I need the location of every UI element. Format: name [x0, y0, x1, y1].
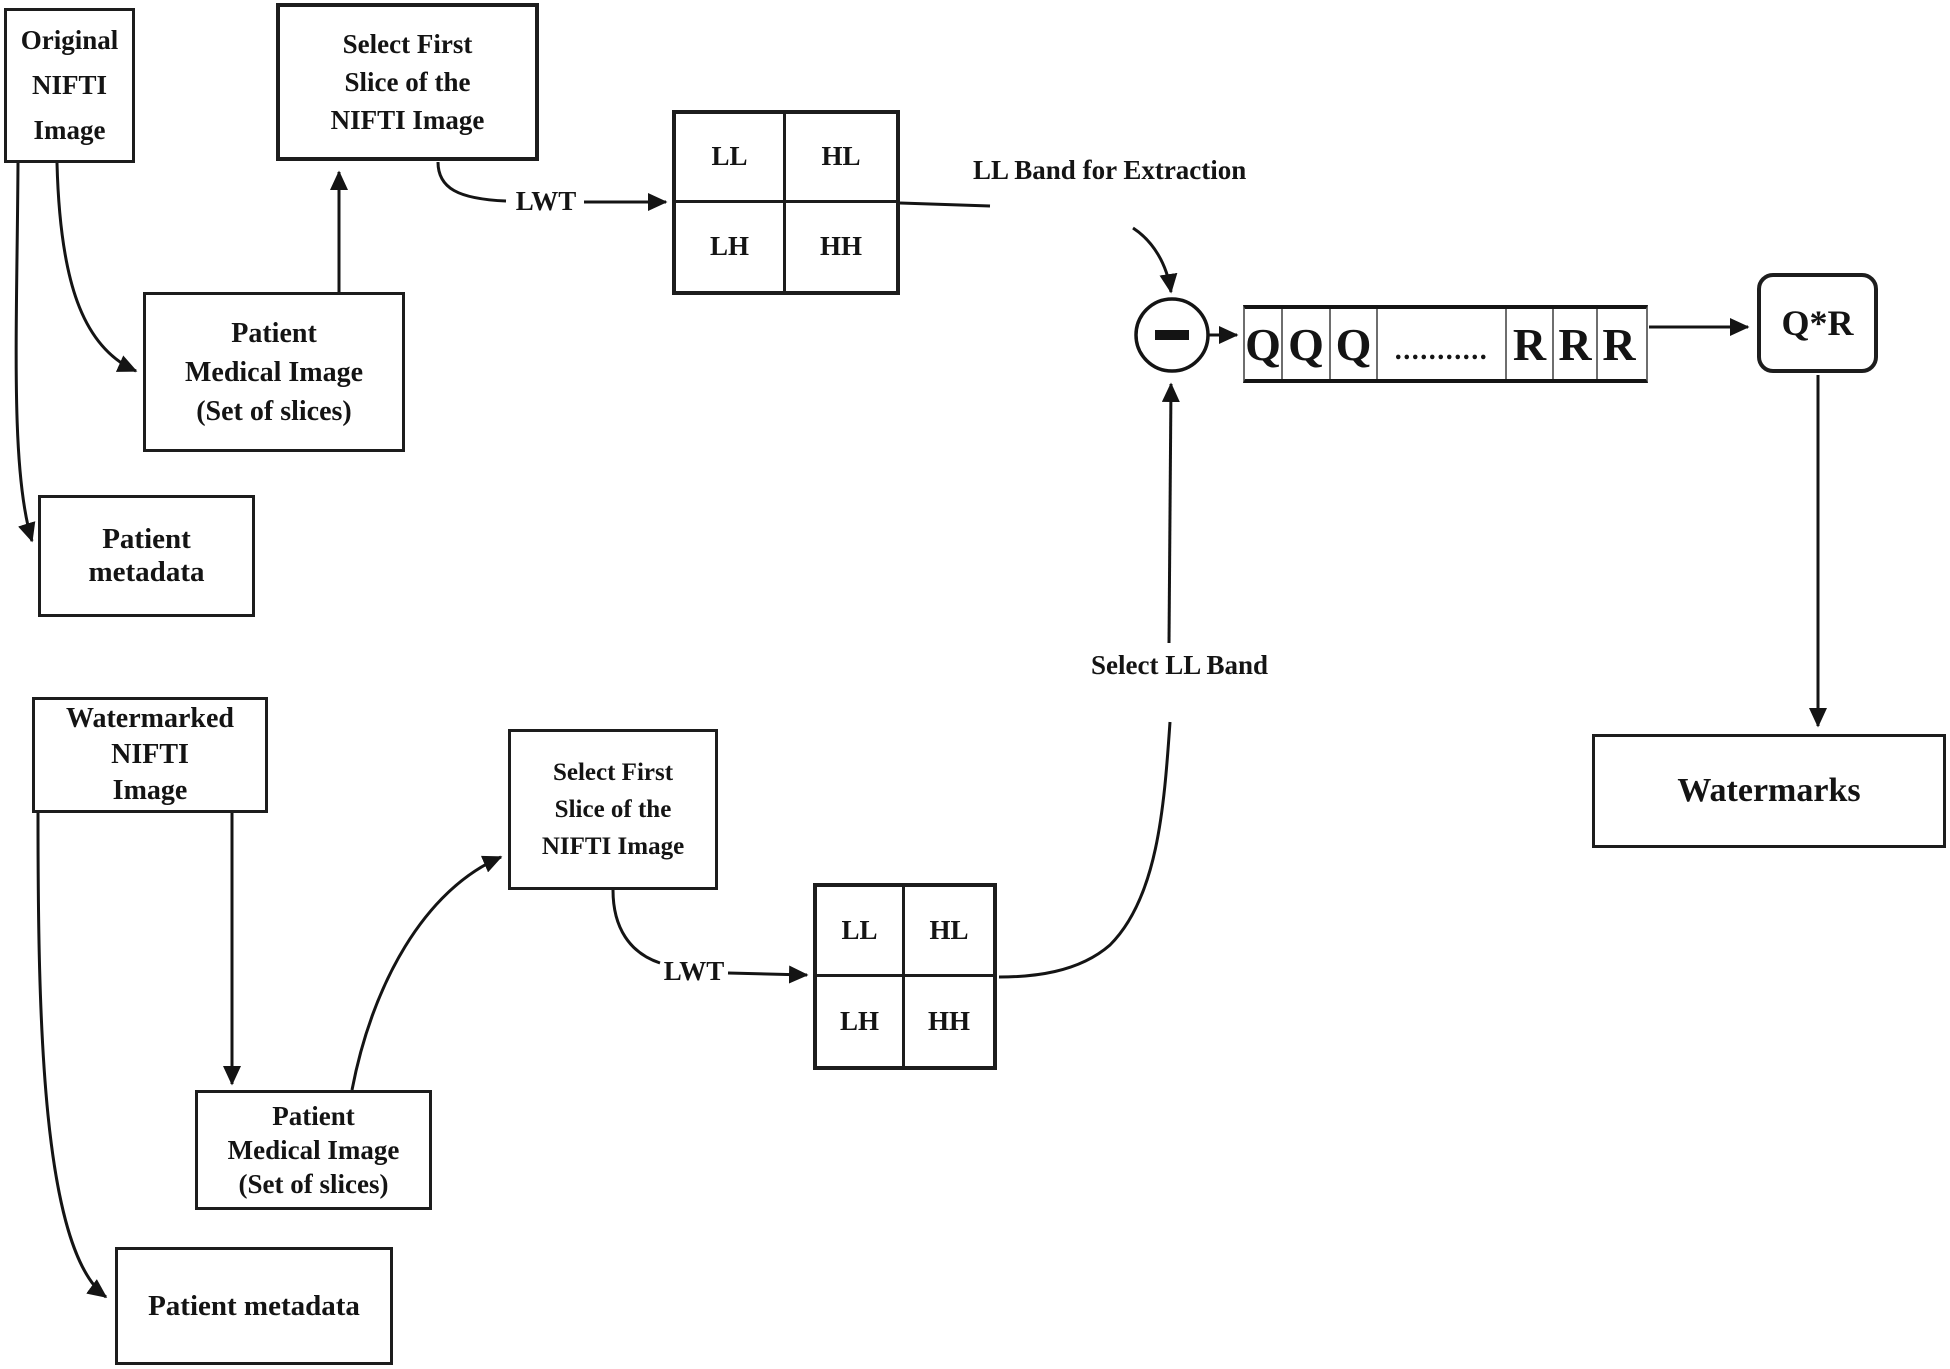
box-line: Select First — [342, 29, 473, 59]
subtract-node — [1134, 297, 1210, 373]
lwt-label-bottom: LWT — [663, 956, 725, 986]
subband-ll: LL — [817, 887, 905, 977]
lwt-subband-grid-top: LL HL LH HH — [672, 110, 900, 295]
label-line: LL Band — [1165, 650, 1269, 680]
box-line: Patient metadata — [88, 523, 205, 588]
arrow-up-select-llband — [1161, 382, 1180, 644]
box-line: Image — [112, 775, 188, 806]
label-line: for — [1082, 155, 1117, 185]
box-line: Medical Image — [227, 1135, 400, 1165]
arrow-lwt-to-grid-bot — [727, 965, 809, 984]
box-line: NIFTI — [31, 70, 107, 100]
box-line: Medical Image — [184, 356, 364, 388]
arrow-watermarked-to-metadata-bot — [36, 812, 108, 1299]
minus-icon — [1155, 330, 1189, 340]
patient-metadata-bottom-box: Patient metadata — [115, 1247, 393, 1365]
box-line: Patient metadata — [148, 1289, 360, 1322]
select-first-slice-bottom-box: Select First Slice of the NIFTI Image — [508, 729, 718, 890]
sequence-cell-r: R — [1602, 319, 1636, 370]
patient-metadata-top-box: Patient metadata — [38, 495, 255, 617]
select-first-slice-top-box: Select First Slice of the NIFTI Image — [276, 3, 539, 161]
subband-lh: LH — [817, 976, 905, 1066]
arrow-medical-bot-to-select-bot — [350, 855, 503, 1091]
label-line: Extraction — [1123, 155, 1247, 185]
sequence-cell-q: Q — [1331, 309, 1378, 379]
box-line: Image — [33, 115, 106, 145]
sequence-cell-r: R — [1507, 309, 1554, 379]
subband-lh: LH — [676, 202, 786, 291]
select-ll-band-label: Select LL Band — [1091, 646, 1268, 684]
line-grid-top-to-llband — [899, 201, 991, 208]
box-line: NIFTI — [111, 739, 189, 770]
label-line: LL Band — [973, 155, 1076, 185]
subband-hh: HH — [927, 1005, 970, 1036]
box-line: Patient — [272, 1101, 355, 1131]
subband-hl: HL — [905, 887, 993, 977]
qr-coefficient-sequence: Q Q Q ........... R R R — [1243, 305, 1648, 383]
watermarked-nifti-image-box: Watermarked NIFTI Image — [32, 697, 268, 813]
subband-ll: LL — [676, 114, 786, 203]
arrow-llband-to-minus — [1132, 226, 1178, 294]
box-line: (Set of slices) — [196, 395, 352, 427]
lwt-label-top: LWT — [515, 186, 577, 216]
curve-select-top-to-lwt — [436, 161, 507, 203]
box-line: Slice of the — [554, 796, 672, 823]
label-line: Select — [1091, 650, 1159, 680]
sequence-cell-r: R — [1554, 309, 1598, 379]
watermarks-box: Watermarks — [1592, 734, 1946, 848]
ll-band-for-extraction-label: LL Band for Extraction — [973, 152, 1246, 189]
original-nifti-image-box: Original NIFTI Image — [4, 8, 135, 163]
box-line: Original — [20, 25, 119, 55]
patient-medical-image-bottom-box: Patient Medical Image (Set of slices) — [195, 1090, 432, 1210]
box-line: (Set of slices) — [238, 1169, 389, 1199]
box-line: Q*R — [1781, 303, 1854, 343]
box-line: Watermarked — [66, 703, 234, 734]
box-line: NIFTI Image — [330, 105, 485, 135]
box-line: Slice of the — [344, 67, 471, 97]
arrow-original-to-medical-top — [55, 162, 138, 373]
sequence-cell-q: Q — [1283, 309, 1331, 379]
curve-gridbot-to-selectband — [998, 721, 1172, 979]
arrow-original-to-metadata-top — [14, 162, 36, 543]
lwt-subband-grid-bottom: LL HL LH HH — [813, 883, 997, 1070]
sequence-cell-ellipsis: ........... — [1378, 309, 1507, 379]
sequence-cell-q: Q — [1245, 309, 1283, 379]
box-line: NIFTI Image — [541, 833, 685, 860]
curve-select-bot-to-lwt — [611, 889, 661, 965]
box-line: Watermarks — [1677, 772, 1861, 809]
patient-medical-image-top-box: Patient Medical Image (Set of slices) — [143, 292, 405, 452]
box-line: Select First — [552, 759, 674, 786]
box-line: Patient — [231, 317, 317, 349]
subband-hl: HL — [786, 114, 896, 203]
qr-product-box: Q*R — [1757, 273, 1878, 373]
subband-hh: HH — [819, 231, 862, 262]
